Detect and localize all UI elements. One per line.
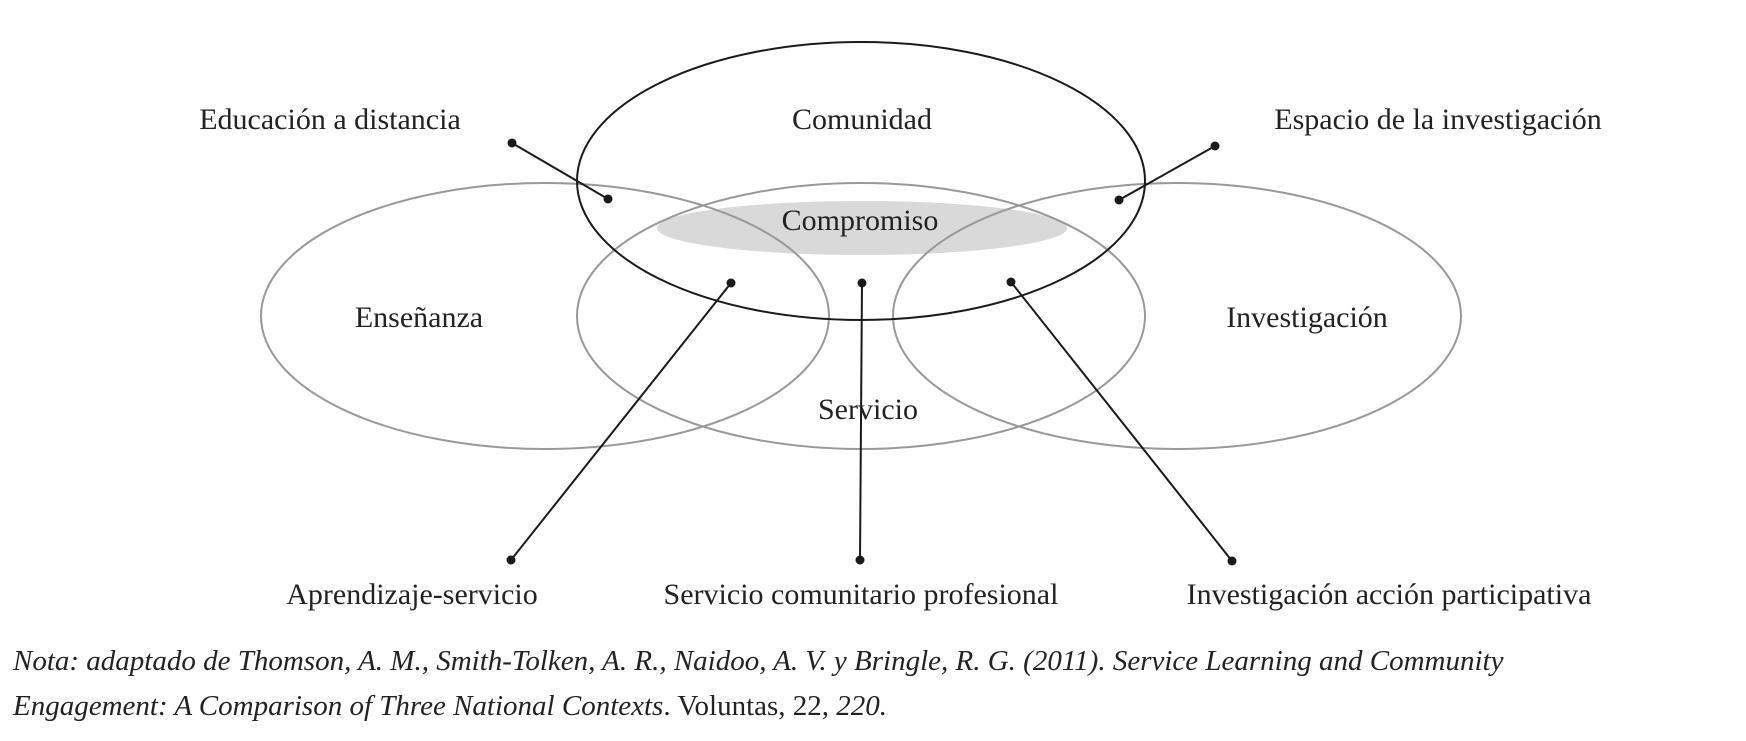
- connector-dot: [1210, 141, 1220, 151]
- label-compromiso: Compromiso: [782, 204, 939, 237]
- connector-dot: [603, 194, 613, 204]
- label-ensenanza: Enseñanza: [355, 301, 483, 334]
- label-servicio: Servicio: [818, 393, 918, 426]
- connector-dot: [1227, 556, 1237, 566]
- connector-dot: [1006, 277, 1016, 287]
- investigacion-ellipse: [892, 182, 1462, 450]
- core-fill-ellipse: [657, 201, 1067, 255]
- label-espacio-investigacion: Espacio de la investigación: [1274, 103, 1601, 136]
- connector-line: [1118, 145, 1216, 201]
- connector-dot: [507, 138, 517, 148]
- connector-dot: [1114, 195, 1124, 205]
- connector-dot: [855, 555, 865, 565]
- connector-line: [859, 282, 863, 561]
- label-investigacion-accion: Investigación acción participativa: [1187, 578, 1592, 611]
- connector-line: [1010, 281, 1233, 562]
- note-line-1: Nota: adaptado de Thomson, A. M., Smith-…: [13, 645, 1504, 677]
- connector-line: [511, 142, 609, 200]
- label-comunidad: Comunidad: [792, 103, 932, 136]
- comunidad-ellipse: [576, 41, 1146, 321]
- connector-line: [510, 282, 732, 561]
- label-educacion-distancia: Educación a distancia: [199, 103, 461, 136]
- note-journal: . Voluntas, 22,: [663, 690, 837, 722]
- label-aprendizaje-servicio: Aprendizaje-servicio: [286, 578, 538, 611]
- connector-dot: [726, 278, 736, 288]
- note-title: Engagement: A Comparison of Three Nation…: [13, 690, 664, 722]
- label-investigacion: Investigación: [1226, 301, 1388, 334]
- connector-dot: [506, 555, 516, 565]
- label-servicio-comunitario: Servicio comunitario profesional: [664, 578, 1059, 611]
- ensenanza-ellipse: [260, 182, 830, 450]
- note-page: 220.: [836, 690, 888, 722]
- note-line-2: Engagement: A Comparison of Three Nation…: [13, 690, 887, 723]
- connector-dot: [857, 278, 867, 288]
